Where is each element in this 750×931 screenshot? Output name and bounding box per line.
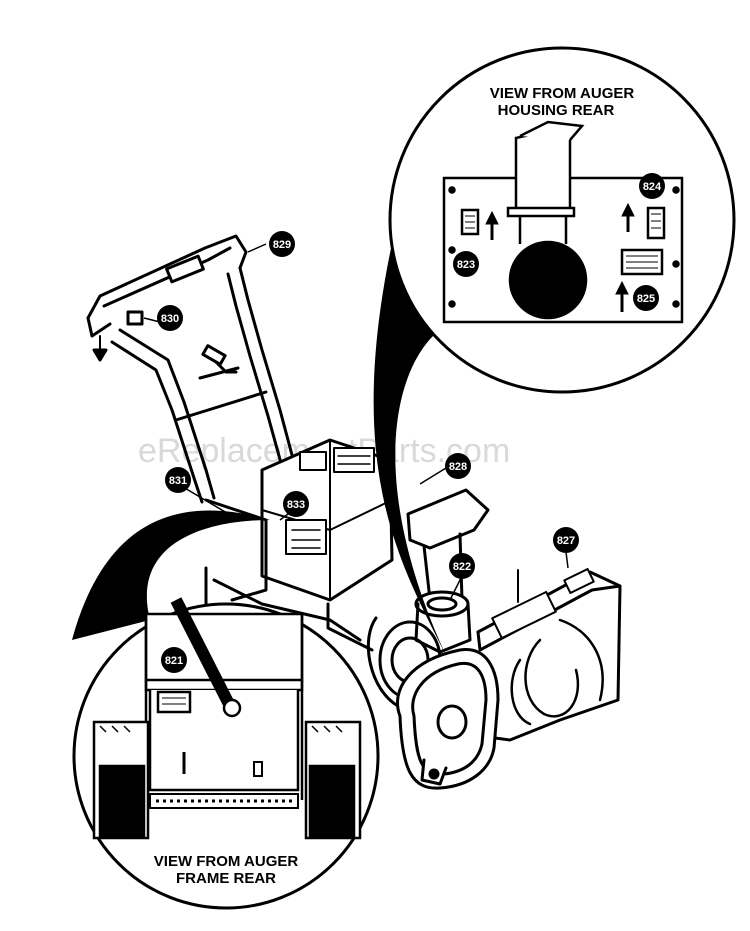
svg-text:829: 829 (273, 239, 291, 251)
handle-bar (86, 234, 248, 320)
callout-825: 825 (633, 285, 659, 311)
callout-829: 829 (269, 231, 295, 257)
callout-830: 830 (157, 305, 183, 331)
snowblower-machine (86, 234, 622, 790)
callout-821: 821 (161, 647, 187, 673)
svg-text:822: 822 (453, 561, 471, 573)
callout-828: 828 (445, 453, 471, 479)
callout-824: 824 (639, 173, 665, 199)
svg-text:831: 831 (169, 475, 187, 487)
bottom-inset-content (92, 597, 362, 840)
top-inset-caption-line2: HOUSING REAR (498, 102, 615, 119)
svg-text:827: 827 (557, 535, 575, 547)
callout-827: 827 (553, 527, 579, 553)
decal-821 (156, 690, 192, 714)
callout-823: 823 (453, 251, 479, 277)
callout-831: 831 (165, 467, 191, 493)
svg-text:830: 830 (161, 313, 179, 325)
bottom-inset-caption-line1: VIEW FROM AUGER (154, 853, 299, 870)
bottom-inset-caption-line2: FRAME REAR (176, 870, 276, 887)
svg-text:828: 828 (449, 461, 467, 473)
callout-833: 833 (283, 491, 309, 517)
top-inset-arrows (485, 202, 635, 312)
svg-text:821: 821 (165, 655, 183, 667)
svg-text:824: 824 (643, 181, 662, 193)
svg-text:833: 833 (287, 499, 305, 511)
discharge-chute (406, 488, 490, 550)
bottom-inset-pointer (72, 510, 270, 640)
callout-822: 822 (449, 553, 475, 579)
svg-text:823: 823 (457, 259, 475, 271)
top-inset-caption-line1: VIEW FROM AUGER (490, 85, 635, 102)
svg-text:825: 825 (637, 293, 655, 305)
decal-824 (646, 206, 666, 240)
